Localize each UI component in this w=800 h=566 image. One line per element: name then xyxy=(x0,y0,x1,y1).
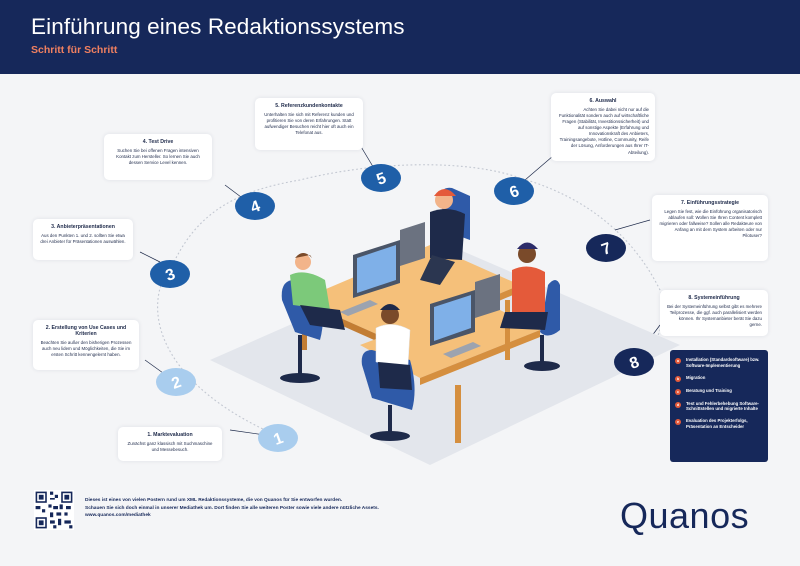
step-circle-3 xyxy=(150,260,190,288)
step-title-1: 1. Marktevaluation xyxy=(147,432,193,438)
step-circle-2 xyxy=(156,368,196,396)
substep-text: Test und Fehlerbehebung Software-Schnitt… xyxy=(686,400,759,412)
substep-bullet: e xyxy=(675,419,681,426)
step-card-6: 6. Auswahl Achten Sie dabei nicht nur au… xyxy=(551,93,655,161)
qr-code-icon[interactable] xyxy=(34,490,74,530)
step-circle-1 xyxy=(258,424,298,452)
logo-text: Quanos xyxy=(620,495,749,536)
footer: Dieses ist eines von vielen Postern rund… xyxy=(85,497,379,520)
step-text-1: Zunächst ganz klassisch mit Suchmaschine… xyxy=(127,441,213,453)
substep-bullet: b xyxy=(675,375,681,382)
person xyxy=(290,189,548,390)
substep-text: Installation (Standardsoftware) bzw. Sof… xyxy=(686,357,760,368)
step-card-2: 2. Erstellung von Use Cases und Kriterie… xyxy=(33,320,139,370)
substep-bullet: a xyxy=(675,358,681,364)
step-title-8: 8. Systemeinführung xyxy=(688,295,740,301)
footer-link[interactable]: www.quanos.com/mediathek xyxy=(85,513,151,519)
substep-text: Migration xyxy=(686,374,706,380)
substep-bullet: c xyxy=(675,388,681,395)
substep-panel: a Installation (Standardsoftware) bzw. S… xyxy=(670,350,768,462)
step-title-5: 5. Referenzkundenkontakte xyxy=(275,103,343,109)
substep-text: Beratung und Training xyxy=(686,387,732,393)
step-card-3: 3. Anbieterpräsentationen Aus den Punkte… xyxy=(33,219,133,260)
step-circle-6 xyxy=(494,177,534,205)
process-path xyxy=(157,164,665,437)
substep-item: b Migration xyxy=(675,375,763,382)
step-text-3: Aus den Punkten 1. und 2. sollten Sie et… xyxy=(40,233,126,245)
step-title-3: 3. Anbieterpräsentationen xyxy=(51,224,115,230)
step-text-2: Beachten Sie außer den bisherigen Prozes… xyxy=(40,340,132,358)
footer-line-2: Schauen Sie sich doch einmal in unserer … xyxy=(85,505,379,511)
step-number-circles xyxy=(150,164,654,452)
step-text-4: Suchen Sie bei offenen Fragen intensiven… xyxy=(116,148,200,166)
step-title-7: 7. Einführungsstrategie xyxy=(681,200,739,206)
step-card-7: 7. Einführungsstrategie Legen Sie fest, … xyxy=(652,195,768,261)
step-circle-4 xyxy=(235,192,275,220)
substep-item: e Evaluation des Projekterfolgs, Präsent… xyxy=(675,418,763,430)
step-circle-8 xyxy=(614,348,654,376)
step-text-6: Achten Sie dabei nicht nur auf die Funkt… xyxy=(558,107,649,155)
step-text-8: Bei der Systemeinführung selbst gibt es … xyxy=(667,304,762,328)
step-circle-5 xyxy=(361,164,401,192)
substep-item: c Beratung und Training xyxy=(675,388,763,395)
step-text-7: Legen Sie fest, wie die Einführung organ… xyxy=(659,209,762,239)
step-card-4: 4. Test Drive Suchen Sie bei offenen Fra… xyxy=(104,134,212,180)
substep-text: Evaluation des Projekterfolgs, Präsentat… xyxy=(686,418,748,429)
step-card-1: 1. Marktevaluation Zunächst ganz klassis… xyxy=(118,427,222,461)
step-circle-7 xyxy=(586,234,626,262)
step-title-4: 4. Test Drive xyxy=(142,139,174,145)
step-card-5: 5. Referenzkundenkontakte Unterhalten Si… xyxy=(255,98,363,150)
process-diagram: 1 2 3 4 5 6 7 8 xyxy=(139,144,680,465)
footer-line-1: Dieses ist eines von vielen Postern rund… xyxy=(85,498,343,503)
step-title-2: 2. Erstellung von Use Cases und Kriterie… xyxy=(45,325,127,337)
computer-monitor xyxy=(340,222,500,358)
step-card-8: 8. Systemeinführung Bei der Systemeinfüh… xyxy=(660,290,768,336)
substep-item: d Test und Fehlerbehebung Software-Schni… xyxy=(675,401,763,413)
substep-bullet: d xyxy=(675,401,681,408)
page-subtitle: Schritt für Schritt xyxy=(31,44,118,56)
substep-item: a Installation (Standardsoftware) bzw. S… xyxy=(675,357,763,369)
step-title-6: 6. Auswahl xyxy=(589,98,617,104)
step-text-5: Unterhalten Sie sich mit Referenz kunden… xyxy=(264,112,354,136)
quanos-logo-icon: Quanos xyxy=(620,495,749,536)
header-banner: Einführung eines Redaktionssystems Schri… xyxy=(0,0,800,74)
page-title: Einführung eines Redaktionssystems xyxy=(31,14,405,39)
